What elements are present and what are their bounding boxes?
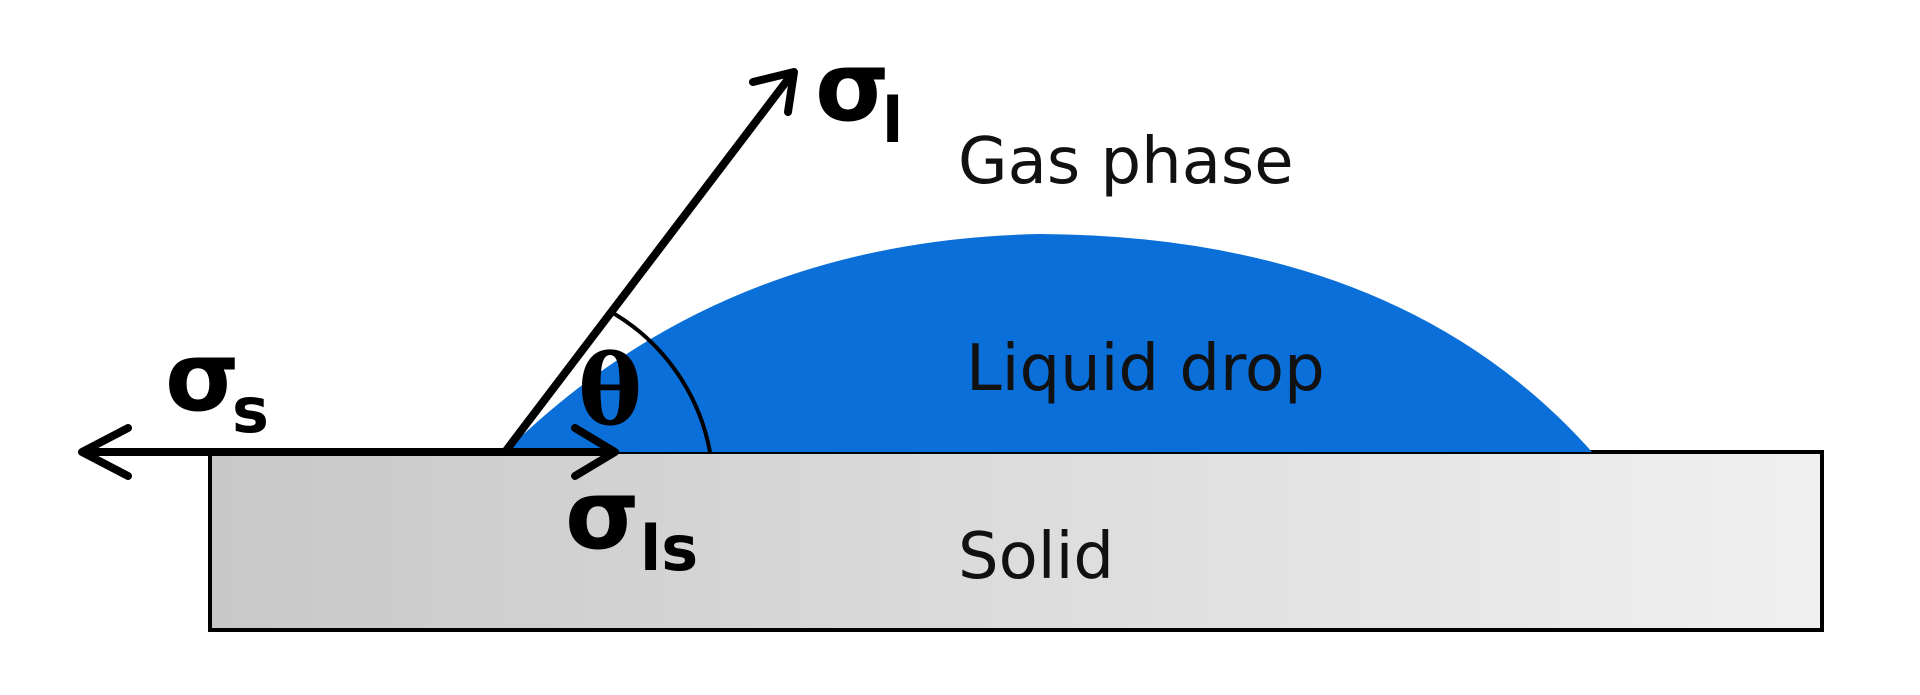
- sigma-s-arrowhead: [78, 424, 132, 480]
- sigma-ls-subscript: ls: [640, 512, 698, 585]
- sigma-l-symbol: σ: [815, 31, 890, 143]
- liquid-drop: [505, 234, 1592, 452]
- sigma-l-subscript: l: [882, 84, 903, 157]
- gas-phase-label: Gas phase: [958, 125, 1294, 199]
- solid-label: Solid: [958, 520, 1114, 594]
- sigma-l-arrow: [501, 70, 796, 456]
- sigma-s-symbol: σ: [165, 321, 240, 433]
- sigma-ls-arrowhead: [571, 424, 619, 480]
- sigma-l-arrowhead: [749, 68, 798, 116]
- liquid-drop-label: Liquid drop: [966, 332, 1325, 406]
- theta-symbol: θ: [578, 334, 642, 447]
- sigma-ls-symbol: σ: [565, 459, 640, 571]
- contact-angle-arc: [611, 311, 712, 453]
- sigma-s-subscript: s: [232, 374, 269, 447]
- solid-substrate: [208, 450, 1824, 632]
